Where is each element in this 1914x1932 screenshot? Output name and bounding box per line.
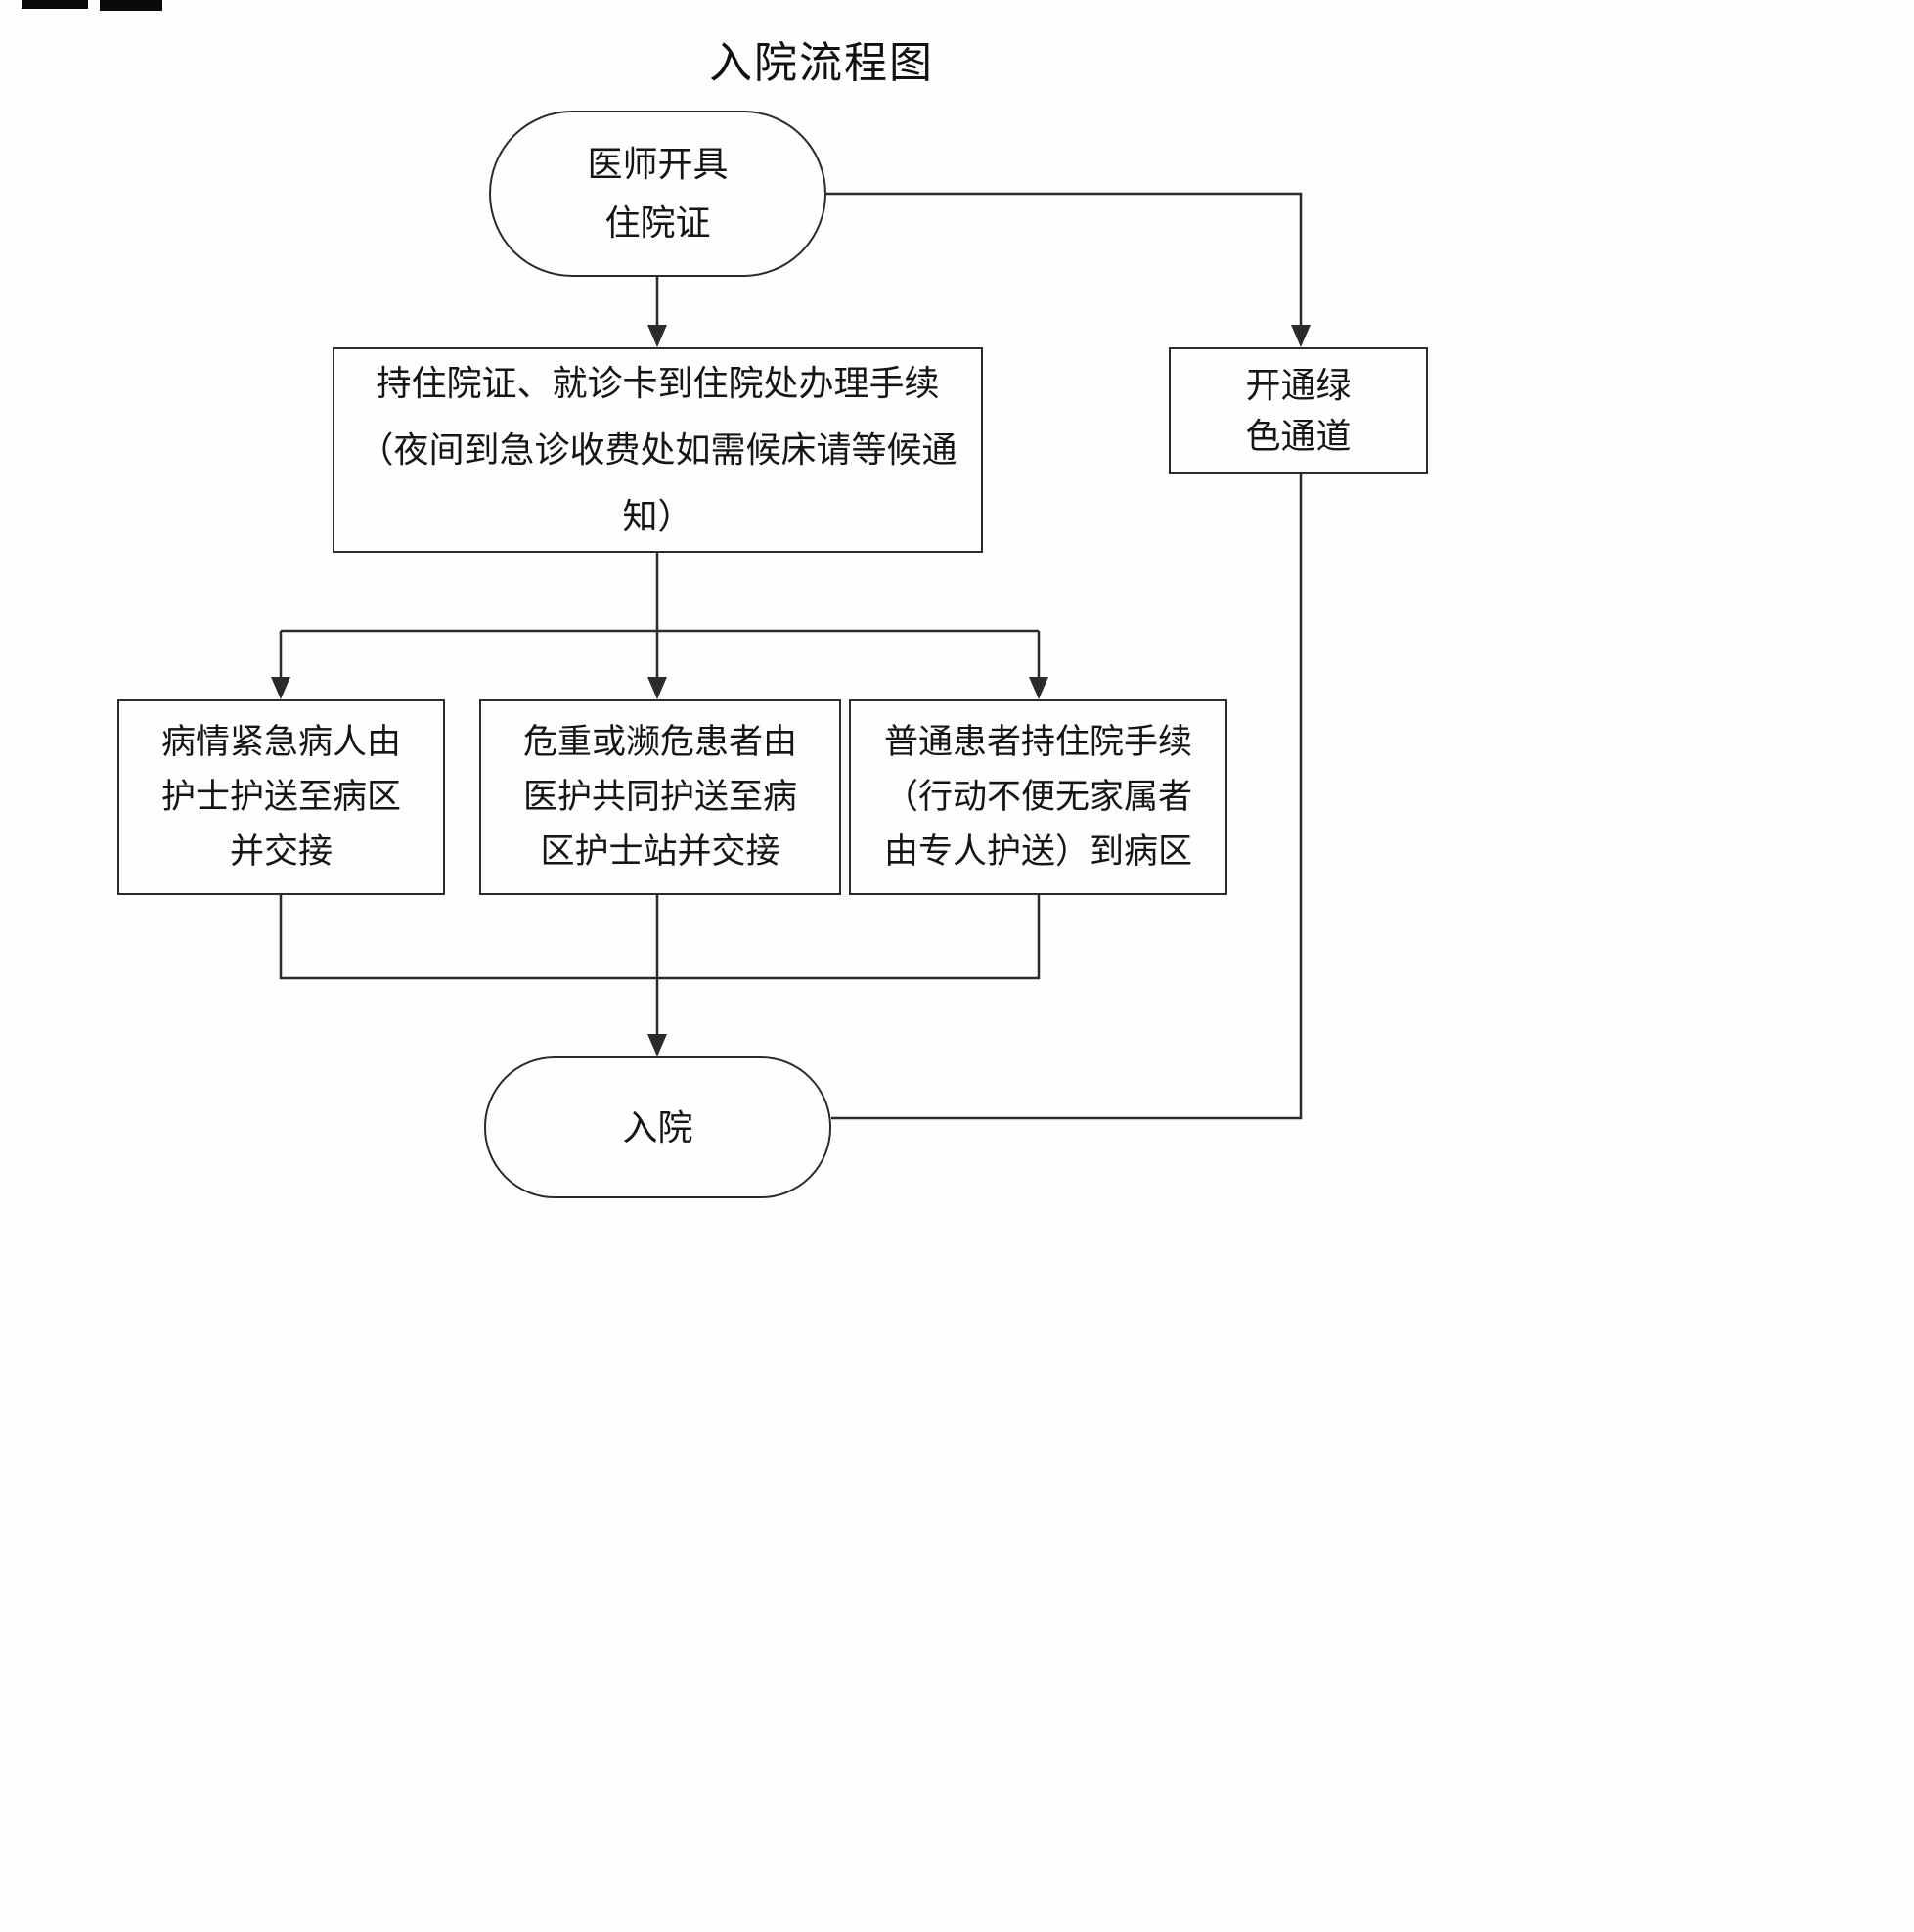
page-title: 入院流程图: [709, 39, 934, 87]
arrowhead-into-critical: [647, 677, 667, 699]
node-green-channel: 开通绿 色通道: [1169, 347, 1428, 474]
edge-start-to-green-channel: [826, 192, 1303, 342]
node-start-doctor-issues-certificate: 医师开具 住院证: [489, 111, 826, 277]
node-process-admission-procedures: 持住院证、就诊卡到住院处办理手续 （夜间到急诊收费处如需候床请等候通 知）: [333, 347, 983, 553]
node-end-admission: 入院: [484, 1056, 831, 1198]
arrowhead-into-normal: [1029, 677, 1048, 699]
node-branch-normal-patient: 普通患者持住院手续 （行动不便无家属者 由专人护送）到病区: [849, 699, 1227, 895]
scan-artifact: [100, 0, 162, 11]
node-branch-urgent-patient: 病情紧急病人由 护士护送至病区 并交接: [117, 699, 445, 895]
arrowhead-into-green-channel: [1291, 325, 1311, 347]
arrowhead-into-end: [647, 1034, 667, 1056]
edge-branch-rail-bottom: [279, 895, 1041, 980]
arrowhead-into-urgent: [271, 677, 290, 699]
arrowhead-into-process: [647, 325, 667, 347]
scan-artifact: [22, 0, 88, 9]
node-branch-critical-patient: 危重或濒危患者由 医护共同护送至病 区护士站并交接: [479, 699, 841, 895]
